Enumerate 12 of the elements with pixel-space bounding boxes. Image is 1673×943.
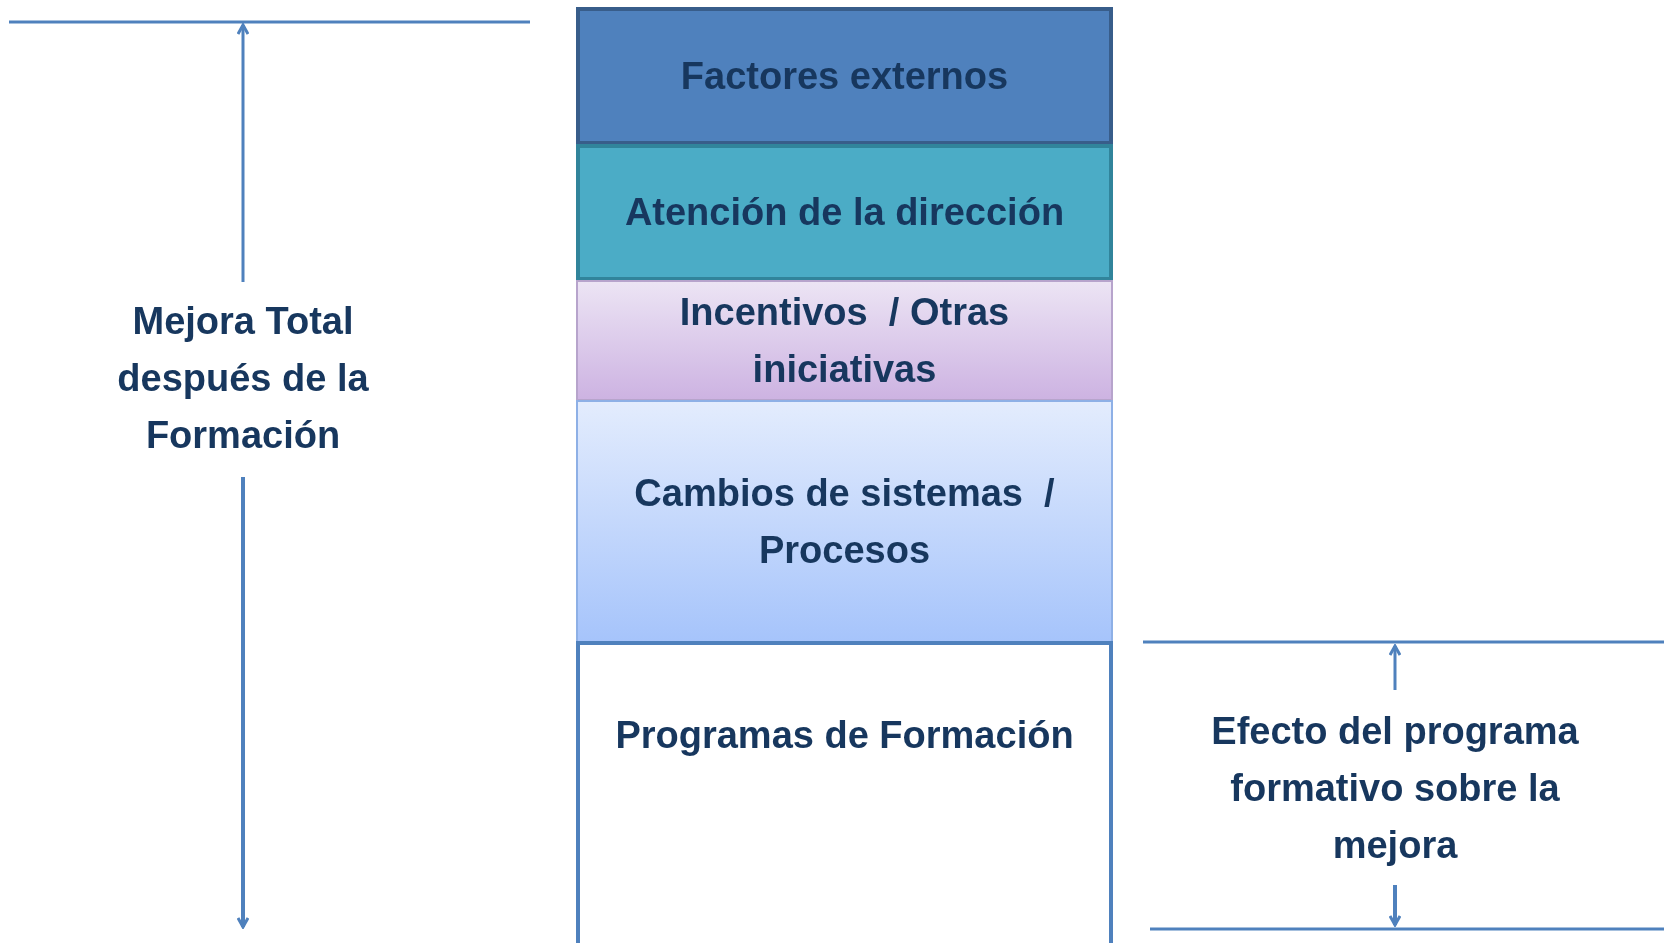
stacked-bar-segment	[576, 280, 1113, 401]
stacked-bar-segment	[576, 7, 1113, 145]
dimension-label: Mejora Total después de la Formación	[116, 299, 370, 458]
segment-label: Programas de Formación	[614, 713, 1075, 758]
stacked-bar-segment	[576, 400, 1113, 643]
dimension-label: Efecto del programa formativo sobre la mejora	[1210, 709, 1580, 868]
stacked-bar-segment	[576, 641, 1113, 943]
stacked-bar-segment	[576, 144, 1113, 281]
segment-label: Incentivos / Otras iniciativas	[678, 289, 1011, 392]
segment-label: Factores externos	[679, 53, 1010, 99]
segment-label: Atención de la dirección	[624, 190, 1065, 235]
segment-label: Cambios de sistemas / Procesos	[633, 470, 1056, 573]
